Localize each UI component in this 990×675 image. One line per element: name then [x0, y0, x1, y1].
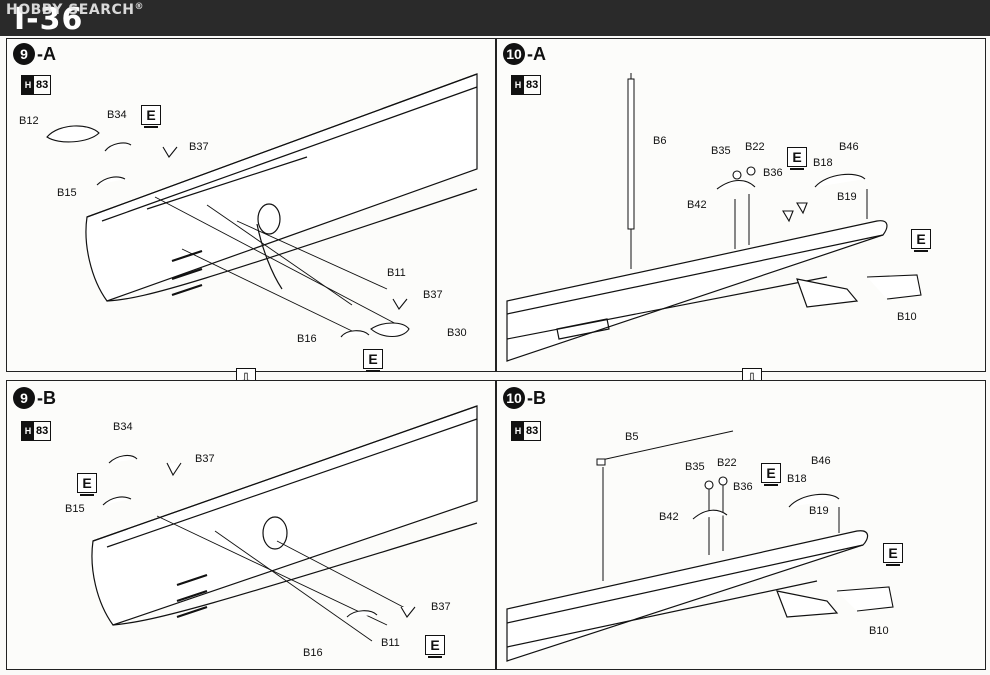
e-marking-icon: E: [911, 229, 931, 252]
part-label-b18: B18: [787, 473, 807, 485]
part-label-b11: B11: [387, 267, 406, 279]
step-number: 9: [13, 43, 35, 65]
submarine-bow-drawing: [91, 405, 478, 642]
part-label-b10: B10: [897, 311, 917, 323]
part-label-b42: B42: [659, 511, 679, 523]
step-label: 9 -B: [13, 387, 56, 409]
part-label-b37: B37: [189, 141, 209, 153]
part-label-b36: B36: [763, 167, 783, 179]
part-label-b22: B22: [745, 141, 765, 153]
watermark: HOBBY SEARCH®: [6, 2, 144, 18]
watermark-text: HOBBY SEARCH: [6, 2, 135, 18]
step-suffix: -B: [37, 387, 56, 408]
e-marking-icon: E: [363, 349, 383, 372]
part-label-b5: B5: [625, 431, 639, 443]
step-number: 10: [503, 387, 525, 409]
part-label-b16: B16: [303, 647, 323, 659]
part-label-b11: B11: [381, 637, 400, 649]
watermark-registered-mark: ®: [134, 2, 144, 12]
part-label-b15: B15: [57, 187, 77, 199]
e-marking-icon: E: [77, 473, 97, 496]
submarine-stern-drawing: [506, 430, 894, 662]
paint-number: 83: [526, 425, 539, 437]
part-label-b46: B46: [839, 141, 859, 153]
part-label-b37: B37: [195, 453, 215, 465]
part-label-b16: B16: [297, 333, 317, 345]
part-label-b35: B35: [711, 145, 731, 157]
page-title: I-36: [14, 2, 84, 37]
part-label-b34: B34: [107, 109, 127, 121]
step-suffix: -B: [527, 387, 546, 408]
part-label-b37: B37: [431, 601, 451, 613]
paint-icon: H: [512, 76, 524, 94]
e-marking-icon: E: [761, 463, 781, 486]
step-number: 9: [13, 387, 35, 409]
paint-number: 83: [526, 79, 539, 91]
step-suffix: -A: [37, 43, 56, 64]
part-label-b46: B46: [811, 455, 831, 467]
step-suffix: -A: [527, 43, 546, 64]
paint-number: 83: [36, 425, 49, 437]
step-label: 9 -A: [13, 43, 56, 65]
paint-icon: H: [22, 422, 34, 440]
part-label-b35: B35: [685, 461, 705, 473]
part-label-b30: B30: [447, 327, 467, 339]
e-marking-icon: E: [883, 543, 903, 566]
part-label-b6: B6: [653, 135, 667, 147]
part-label-b15: B15: [65, 503, 85, 515]
paint-icon: H: [22, 76, 34, 94]
part-label-b12: B12: [19, 115, 39, 127]
part-label-b37: B37: [423, 289, 443, 301]
part-label-b22: B22: [717, 457, 737, 469]
paint-icon: H: [512, 422, 524, 440]
submarine-stern-drawing: [506, 73, 922, 362]
step-label: 10 -B: [503, 387, 546, 409]
part-label-b36: B36: [733, 481, 753, 493]
part-label-b18: B18: [813, 157, 833, 169]
e-marking-icon: E: [141, 105, 161, 128]
e-marking-icon: E: [787, 147, 807, 170]
step-label: 10 -A: [503, 43, 546, 65]
header-bar: I-36 HOBBY SEARCH®: [0, 0, 990, 37]
submarine-bow-drawing: [46, 73, 478, 338]
part-label-b19: B19: [809, 505, 829, 517]
part-label-b19: B19: [837, 191, 857, 203]
step-number: 10: [503, 43, 525, 65]
paint-number: 83: [36, 79, 49, 91]
e-marking-icon: E: [425, 635, 445, 658]
part-label-b42: B42: [687, 199, 707, 211]
part-label-b10: B10: [869, 625, 889, 637]
part-label-b34: B34: [113, 421, 133, 433]
